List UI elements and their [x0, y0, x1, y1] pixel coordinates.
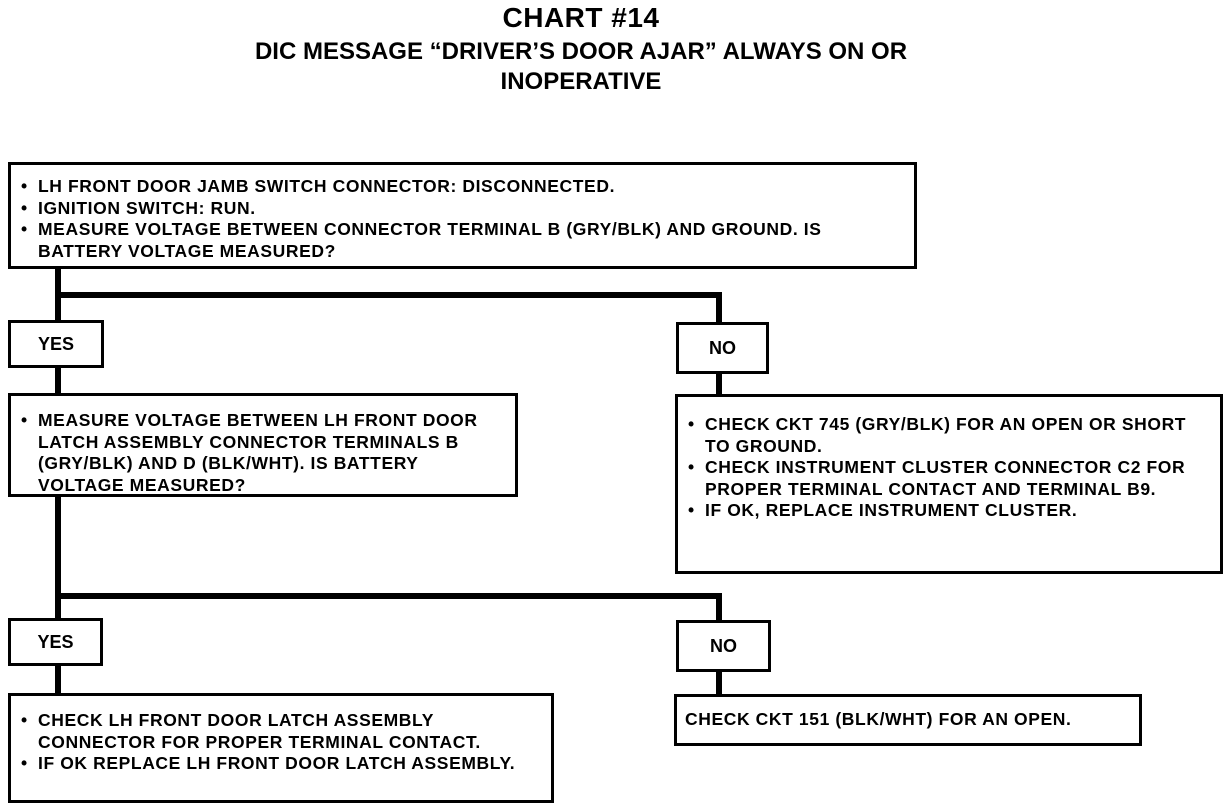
yes-label-2: YES: [8, 618, 103, 666]
result-bullet: IF OK REPLACE LH FRONT DOOR LATCH ASSEMB…: [19, 753, 543, 775]
chart-title-line-1: DIC MESSAGE “DRIVER’S DOOR AJAR” ALWAYS …: [254, 38, 908, 65]
chart-title-line-2: INOPERATIVE: [500, 68, 662, 95]
step1-bullet: LH FRONT DOOR JAMB SWITCH CONNECTOR: DIS…: [19, 176, 906, 198]
step2-no-result-box: CHECK CKT 151 (BLK/WHT) FOR AN OPEN.: [674, 694, 1142, 746]
result-bullet: CHECK INSTRUMENT CLUSTER CONNECTOR C2 FO…: [686, 457, 1212, 500]
step2-no-result-text: CHECK CKT 151 (BLK/WHT) FOR AN OPEN.: [685, 709, 1072, 730]
yes-label-1: YES: [8, 320, 104, 368]
step2-yes-result-box: CHECK LH FRONT DOOR LATCH ASSEMBLY CONNE…: [8, 693, 554, 803]
step1-bullet: IGNITION SWITCH: RUN.: [19, 198, 906, 220]
chart-number: CHART #14: [502, 2, 660, 33]
step2-box: MEASURE VOLTAGE BETWEEN LH FRONT DOOR LA…: [8, 393, 518, 497]
step1-bullet: MEASURE VOLTAGE BETWEEN CONNECTOR TERMIN…: [19, 219, 906, 262]
step1-box: LH FRONT DOOR JAMB SWITCH CONNECTOR: DIS…: [8, 162, 917, 269]
no-label-1: NO: [676, 322, 769, 374]
result-bullet: IF OK, REPLACE INSTRUMENT CLUSTER.: [686, 500, 1212, 522]
no-label-2: NO: [676, 620, 771, 672]
result-bullet: CHECK LH FRONT DOOR LATCH ASSEMBLY CONNE…: [19, 710, 543, 753]
result-bullet: CHECK CKT 745 (GRY/BLK) FOR AN OPEN OR S…: [686, 414, 1212, 457]
step2-bullet: MEASURE VOLTAGE BETWEEN LH FRONT DOOR LA…: [19, 410, 507, 496]
step1-no-result-box: CHECK CKT 745 (GRY/BLK) FOR AN OPEN OR S…: [675, 394, 1223, 574]
